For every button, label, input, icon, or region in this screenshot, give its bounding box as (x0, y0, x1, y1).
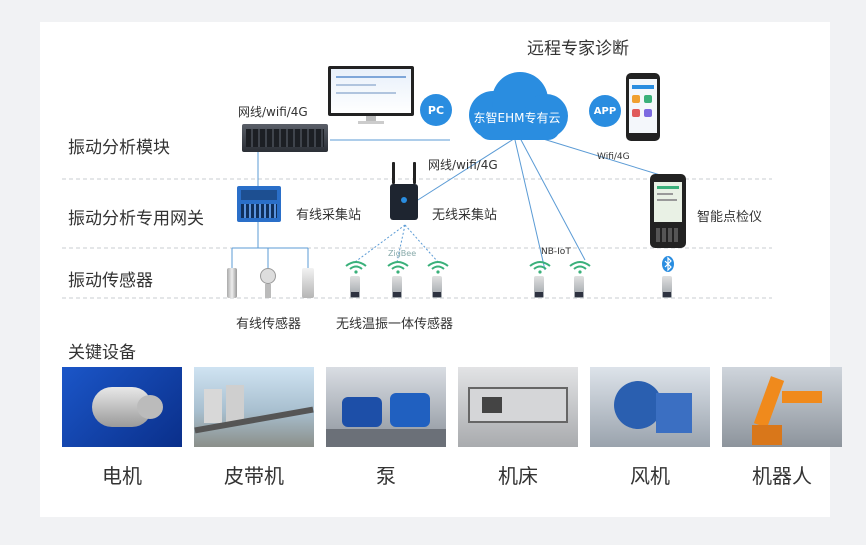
net-label-server: 网线/wifi/4G (238, 105, 308, 119)
diagram-title: 远程专家诊断 (527, 39, 629, 59)
row-label-sensor: 振动传感器 (68, 271, 153, 291)
station-label-wired: 有线采集站 (296, 208, 362, 223)
wifi-icon (427, 261, 449, 274)
pc-badge: PC (420, 94, 452, 126)
sensor-label-wireless: 无线温振一体传感器 (336, 317, 454, 332)
equipment-label: 电机 (102, 464, 142, 488)
equipment-photo-fan (590, 367, 710, 447)
wifi-icon (345, 261, 367, 274)
bluetooth-sensor-icon (662, 276, 672, 298)
equipment-photo-lathe (458, 367, 578, 447)
equipment-label: 机器人 (752, 464, 812, 488)
handheld-inspector-icon (650, 174, 686, 248)
cloud-icon (469, 72, 568, 140)
equipment-photo-pump (326, 367, 446, 447)
net-label-handheld: Wifi/4G (597, 152, 630, 162)
row-label-module: 振动分析模块 (68, 138, 170, 158)
equipment-photo-conveyor (194, 367, 314, 447)
equipment-photo-robot (722, 367, 842, 447)
nbiot-sensor-icon (574, 276, 584, 298)
station-label-handheld: 智能点检仪 (697, 210, 763, 225)
wired-sensor-icon (260, 268, 276, 298)
wired-sensor-icon (227, 268, 237, 298)
pc-monitor-icon (328, 66, 414, 124)
row-label-gateway: 振动分析专用网关 (68, 209, 204, 229)
equipment-photo-motor (62, 367, 182, 447)
equipment-label: 机床 (498, 464, 538, 488)
wifi-icon (387, 261, 409, 274)
wireless-sensor-icon (392, 276, 402, 298)
nbiot-sensor-icon (534, 276, 544, 298)
wifi-icon (569, 261, 591, 274)
equipment-label: 风机 (630, 464, 670, 488)
smartphone-icon (626, 73, 660, 141)
station-label-wireless: 无线采集站 (432, 208, 498, 223)
bluetooth-icon (662, 256, 674, 272)
wired-gateway-icon (237, 186, 281, 222)
wireless-sensor-icon (432, 276, 442, 298)
wired-sensor-icon (302, 268, 314, 298)
net-label-wireless: 网线/wifi/4G (428, 158, 498, 172)
wifi-icon (529, 261, 551, 274)
sensor-label-wired: 有线传感器 (236, 317, 302, 332)
net-label-zigbee: ZigBee (388, 249, 417, 258)
server-icon (242, 124, 328, 152)
net-label-nbiot: NB-IoT (541, 247, 571, 257)
equipment-label: 泵 (376, 464, 396, 488)
cloud-label: 东智EHM专有云 (473, 111, 561, 125)
equipment-label: 皮带机 (224, 464, 284, 488)
app-badge: APP (589, 95, 621, 127)
row-label-equipment: 关键设备 (68, 343, 136, 363)
wireless-gateway-icon (390, 162, 418, 224)
wireless-sensor-icon (350, 276, 360, 298)
